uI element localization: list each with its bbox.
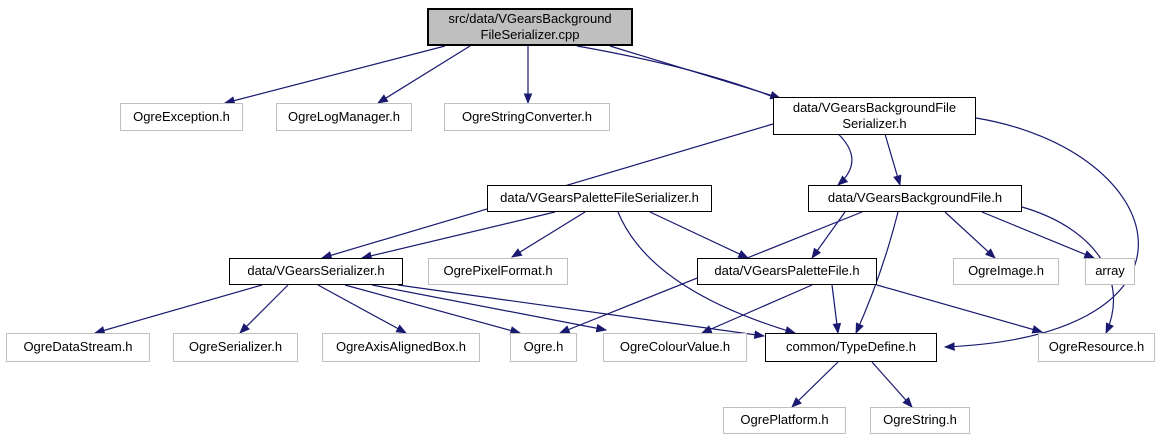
edge-palette-file-h-to-ogre-resource	[876, 284, 1044, 334]
edge-palette-file-serializer-h-to-palette-file-h	[649, 211, 750, 259]
node-ogre-string: OgreString.h	[870, 407, 970, 434]
node-label: data/VGearsPaletteFileSerializer.h	[500, 190, 699, 206]
edge-cpp-root-to-ogre-exception	[223, 45, 446, 105]
edge-background-file-h-to-ogre-image	[944, 211, 996, 259]
node-type-define-h[interactable]: common/TypeDefine.h	[765, 333, 937, 362]
node-label: data/VGearsPaletteFile.h	[714, 263, 860, 279]
node-label: OgreColourValue.h	[619, 339, 731, 355]
node-label: OgrePlatform.h	[740, 412, 829, 428]
edge-background-file-h-to-array	[981, 211, 1096, 259]
edge-background-file-serializer-h-to-background-file-h	[884, 133, 902, 187]
edge-vgears-serializer-h-to-ogre-serializer	[239, 284, 289, 334]
edge-vgears-serializer-h-to-ogre-axis-aligned-box	[317, 284, 408, 334]
edge-palette-file-h-to-type-define-h	[831, 284, 842, 335]
node-ogre-pixel-format: OgrePixelFormat.h	[428, 258, 568, 285]
node-label: OgreDataStream.h	[23, 339, 133, 355]
node-background-file-h[interactable]: data/VGearsBackgroundFile.h	[808, 185, 1022, 212]
node-ogre-serializer: OgreSerializer.h	[173, 333, 298, 362]
node-label: FileSerializer.cpp	[480, 27, 580, 42]
node-label: data/VGearsBackgroundFile.h	[827, 190, 1003, 206]
node-label: OgreString.h	[883, 412, 957, 428]
node-label: OgreResource.h	[1048, 339, 1145, 355]
node-label: common/TypeDefine.h	[785, 339, 917, 355]
edge-palette-file-serializer-h-to-ogre-pixel-format	[511, 211, 586, 258]
node-label: OgreImage.h	[968, 263, 1044, 279]
node-vgears-serializer-h[interactable]: data/VGearsSerializer.h	[229, 258, 403, 285]
edge-cpp-root-to-ogre-log-manager	[377, 45, 471, 104]
edge-vgears-serializer-h-to-ogre-h	[344, 284, 522, 335]
node-label: data/VGearsSerializer.h	[247, 263, 385, 279]
node-label: data/VGearsBackgroundFile	[792, 99, 957, 115]
edge-vgears-serializer-h-to-ogre-data-stream	[93, 284, 263, 335]
node-label: src/data/VGearsBackground	[448, 10, 612, 26]
node-label: OgreAxisAlignedBox.h	[335, 339, 467, 355]
edge-background-file-h-to-palette-file-h	[811, 211, 846, 259]
node-ogre-string-converter: OgreStringConverter.h	[444, 103, 610, 131]
node-label: OgreStringConverter.h	[461, 108, 593, 124]
edge-type-define-h-to-ogre-string	[871, 361, 913, 408]
node-label: OgreSerializer.h	[188, 339, 283, 355]
node-ogre-exception: OgreException.h	[120, 103, 243, 131]
edge-palette-file-serializer-h-to-vgears-serializer-h	[360, 211, 556, 260]
node-ogre-image: OgreImage.h	[953, 258, 1059, 285]
node-label: Serializer.h	[842, 116, 907, 131]
node-ogre-platform: OgrePlatform.h	[723, 407, 846, 434]
node-palette-file-h[interactable]: data/VGearsPaletteFile.h	[697, 258, 877, 285]
node-ogre-colour-value: OgreColourValue.h	[603, 333, 747, 362]
node-array: array	[1085, 258, 1135, 285]
edge-type-define-h-to-ogre-platform	[791, 361, 839, 408]
edge-background-file-h-to-type-define-h	[855, 211, 899, 335]
node-label: array	[1095, 263, 1125, 279]
edge-palette-file-h-to-ogre-colour-value	[700, 284, 813, 334]
node-palette-file-serializer-h[interactable]: data/VGearsPaletteFileSerializer.h	[487, 185, 712, 212]
edge-vgears-serializer-h-to-type-define-h	[397, 284, 766, 339]
edge-palette-file-serializer-h-to-type-define-h	[617, 211, 797, 335]
node-label: OgreLogManager.h	[287, 108, 401, 124]
node-ogre-data-stream: OgreDataStream.h	[6, 333, 150, 362]
node-ogre-resource: OgreResource.h	[1038, 333, 1155, 362]
edge-background-file-serializer-h-to-type-define-h	[943, 117, 1139, 351]
node-label: Ogre.h	[523, 339, 564, 355]
node-ogre-log-manager: OgreLogManager.h	[276, 103, 412, 131]
edge-vgears-serializer-h-to-ogre-colour-value	[371, 284, 608, 333]
node-ogre-axis-aligned-box: OgreAxisAlignedBox.h	[322, 333, 480, 362]
node-label: OgrePixelFormat.h	[443, 263, 553, 279]
node-ogre-h: Ogre.h	[510, 333, 577, 362]
node-label: OgreException.h	[133, 108, 230, 124]
